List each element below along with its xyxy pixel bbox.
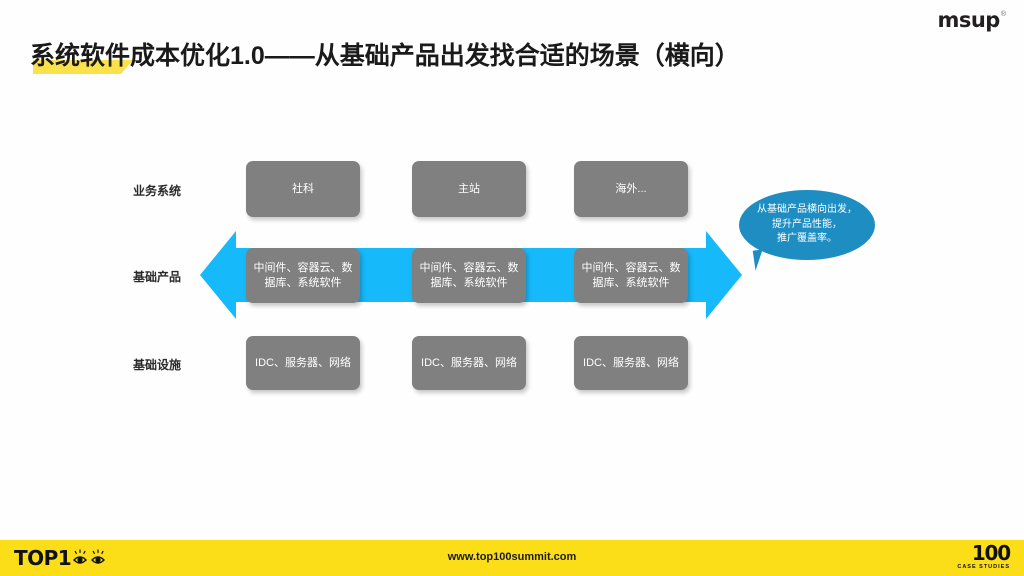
highlight-marker <box>33 60 121 74</box>
msup-logo: msup ® <box>937 10 1006 31</box>
highlight-marker-tail <box>121 60 133 74</box>
box-business-3[interactable]: 海外... <box>574 161 688 217</box>
case-studies-logo: 100 CASE STUDIES <box>957 541 1011 570</box>
box-product-2[interactable]: 中间件、容器云、数据库、系统软件 <box>412 248 526 303</box>
top100-logo-text: TOP1 <box>14 546 72 570</box>
diagram-area: 业务系统 基础产品 基础设施 社科 主站 海外... 中间件、容器云、数据库、系… <box>133 161 875 390</box>
case-studies-number: 100 <box>971 541 1011 565</box>
box-infra-1[interactable]: IDC、服务器、网络 <box>246 336 360 390</box>
callout-bubble: 从基础产品横向出发， 提升产品性能， 推广覆盖率。 <box>739 190 875 260</box>
msup-logo-text: msup <box>937 8 1000 32</box>
row-label-business-systems: 业务系统 <box>133 184 182 198</box>
box-business-1[interactable]: 社科 <box>246 161 360 217</box>
box-product-3[interactable]: 中间件、容器云、数据库、系统软件 <box>574 248 688 303</box>
callout-text: 从基础产品横向出发， 提升产品性能， 推广覆盖率。 <box>757 204 857 245</box>
double-eye-icon <box>72 549 106 567</box>
box-business-2[interactable]: 主站 <box>412 161 526 217</box>
top100-logo: TOP1 <box>14 546 106 570</box>
box-product-1[interactable]: 中间件、容器云、数据库、系统软件 <box>246 248 360 303</box>
row-label-base-products: 基础产品 <box>133 270 182 284</box>
page-title: 系统软件成本优化1.0——从基础产品出发找合适的场景（横向） <box>30 42 740 70</box>
page-title-wrap: 系统软件成本优化1.0——从基础产品出发找合适的场景（横向） <box>30 42 740 76</box>
footer-bar: TOP1 <box>0 540 1024 576</box>
case-studies-caption: CASE STUDIES <box>957 564 1010 570</box>
row-label-infrastructure: 基础设施 <box>133 358 182 372</box>
registered-mark-icon: ® <box>1000 11 1006 18</box>
footer-url[interactable]: www.top100summit.com <box>447 551 577 563</box>
box-infra-2[interactable]: IDC、服务器、网络 <box>412 336 526 390</box>
box-infra-3[interactable]: IDC、服务器、网络 <box>574 336 688 390</box>
